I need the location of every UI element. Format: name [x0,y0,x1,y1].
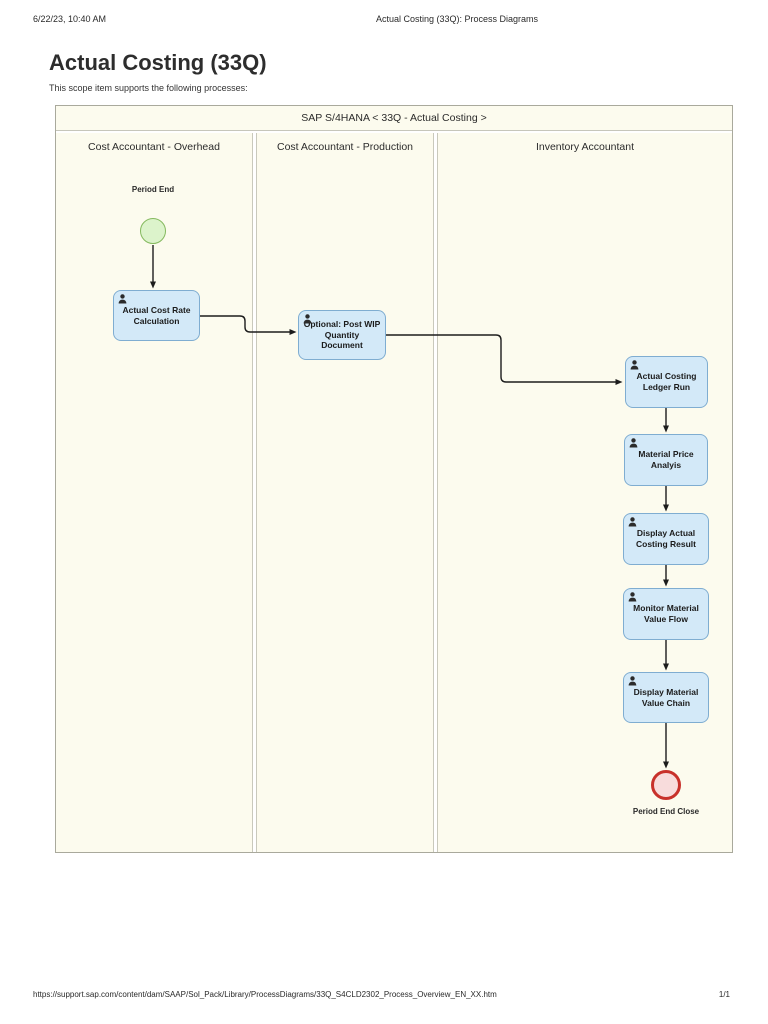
task-label: Actual Cost Rate Calculation [122,304,191,326]
task-optional-post-wip-quantity-document: Optional: Post WIP Quantity Document [298,310,386,360]
task-label: Display Material Value Chain [633,686,699,708]
task-display-actual-costing-result: Display Actual Costing Result [623,513,709,565]
task-material-price-analysis: Material Price Analyis [624,434,708,486]
lane-title: Cost Accountant - Production [277,141,413,153]
print-timestamp: 6/22/23, 10:40 AM [33,14,107,24]
process-diagram-pool: SAP S/4HANA < 33Q - Actual Costing > Cos… [55,105,733,853]
task-actual-cost-rate-calculation: Actual Cost Rate Calculation [113,290,200,341]
start-event-label: Period End [131,185,175,194]
page-title: Actual Costing (33Q) [49,50,267,75]
task-display-material-value-chain: Display Material Value Chain [623,672,709,723]
swimlanes: Cost Accountant - Overhead Cost Accounta… [56,133,732,852]
task-label: Material Price Analyis [638,449,694,470]
end-event-circle [651,770,681,800]
start-event-circle [140,218,166,244]
print-document-title: Actual Costing (33Q): Process Diagrams [375,14,539,24]
flow-nodes: Period End Actual Cost Rate Calculation … [56,106,732,852]
person-icon [629,438,638,448]
person-icon [628,517,637,527]
person-icon [118,294,127,304]
task-label: Monitor Material Value Flow [633,603,699,624]
lane-cost-accountant-production: Cost Accountant - Production [256,133,434,852]
lane-inventory-accountant: Inventory Accountant [437,133,732,852]
lane-title: Inventory Accountant [535,141,635,153]
task-label: Actual Costing Ledger Run [636,371,697,392]
page-intro-text: This scope item supports the following p… [49,83,248,93]
person-icon [630,360,639,370]
end-event-label: Period End Close [632,807,700,816]
task-label: Display Actual Costing Result [636,528,696,549]
task-actual-costing-ledger-run: Actual Costing Ledger Run [625,356,708,408]
footer-source-url: https://support.sap.com/content/dam/SAAP… [33,990,497,999]
lane-cost-accountant-overhead: Cost Accountant - Overhead [56,133,253,852]
person-icon [628,676,637,686]
footer-page-indicator: 1/1 [718,990,730,999]
pool-title: SAP S/4HANA < 33Q - Actual Costing > [56,106,732,131]
person-icon [628,592,637,602]
task-label: Optional: Post WIP Quantity Document [303,319,381,351]
person-icon [303,314,312,324]
task-monitor-material-value-flow: Monitor Material Value Flow [623,588,709,640]
lane-title: Cost Accountant - Overhead [88,141,220,153]
